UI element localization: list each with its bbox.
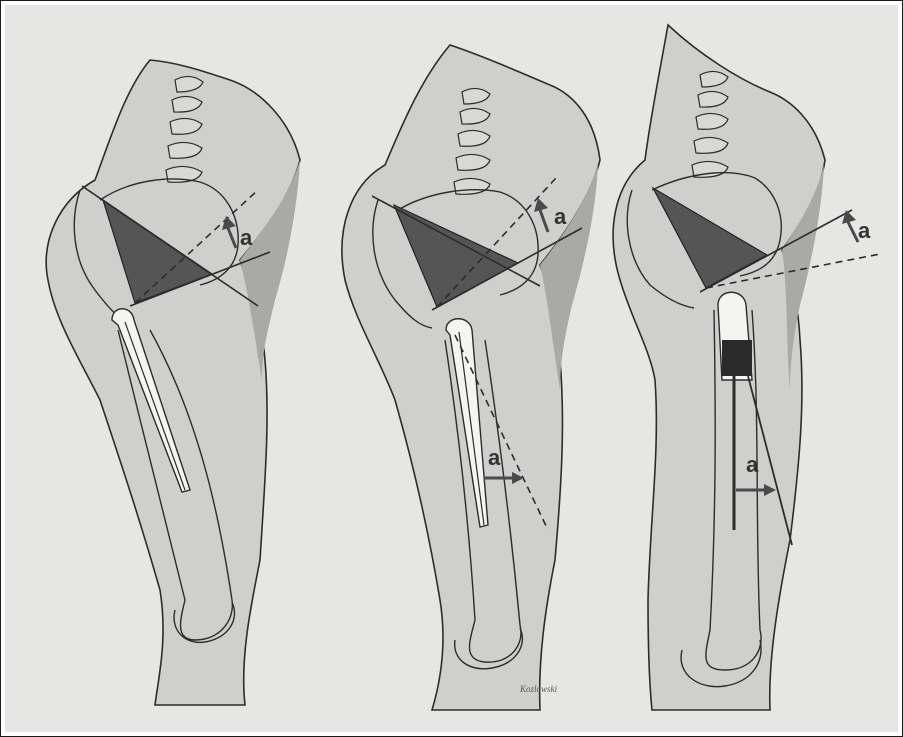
artist-signature: Kozlowski bbox=[519, 684, 558, 694]
right-upper-label: a bbox=[858, 218, 871, 243]
right-lower-label: a bbox=[746, 452, 759, 477]
middle-upper-label: a bbox=[554, 204, 567, 229]
right-spacer-block bbox=[722, 340, 752, 376]
middle-lower-label: a bbox=[488, 445, 501, 470]
left-upper-label: a bbox=[240, 225, 253, 250]
